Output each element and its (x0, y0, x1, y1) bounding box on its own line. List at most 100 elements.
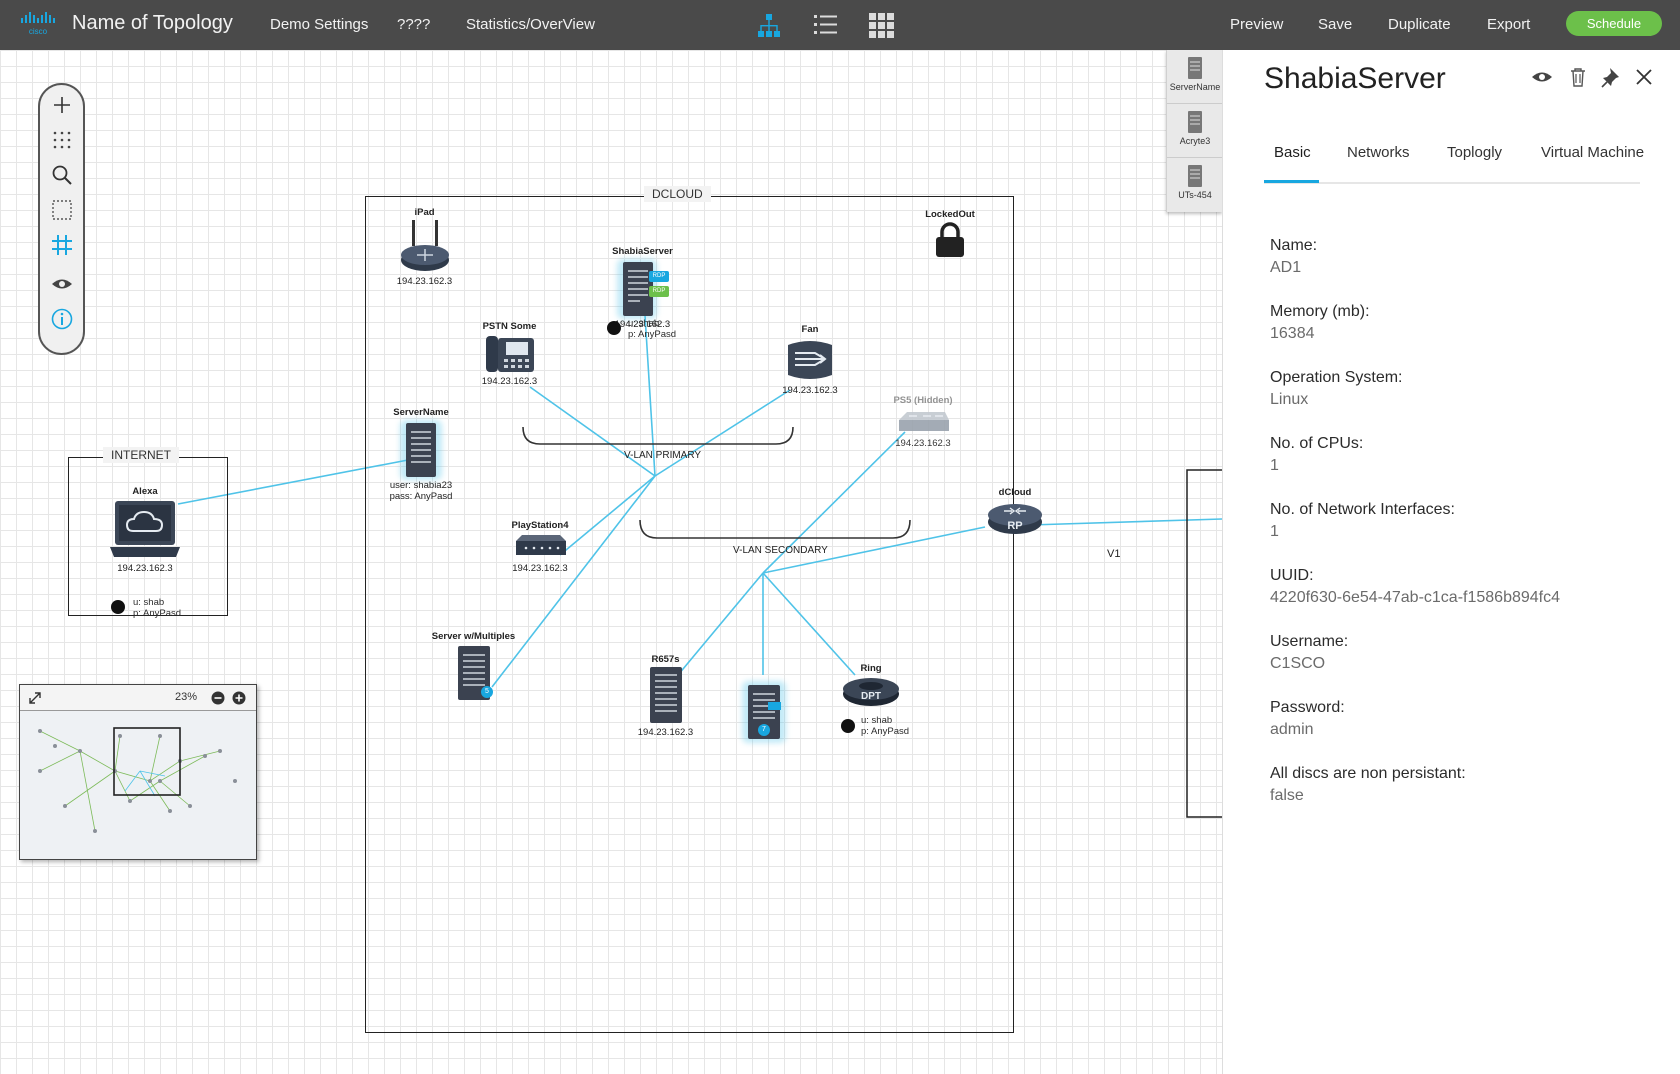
duplicate-button[interactable]: Duplicate (1388, 16, 1451, 33)
link-dcloud-router[interactable] (762, 526, 986, 574)
tab-virtual-machine[interactable]: Virtual Machine (1541, 144, 1645, 161)
link-ps5[interactable] (762, 431, 906, 574)
link-fan[interactable] (654, 389, 791, 477)
minimap-viewport[interactable] (113, 727, 181, 796)
link-playstation[interactable] (559, 475, 656, 556)
node-label: dCloud (998, 487, 1032, 498)
node-dcloud-router[interactable]: dCloud RP (980, 487, 1050, 538)
preview-button[interactable]: Preview (1230, 16, 1284, 33)
link-ring[interactable] (762, 572, 856, 676)
node-pstn[interactable]: PSTN Some 194.23.162.3 (472, 321, 547, 387)
panel-tabs: Basic Networks Toplogly Virtual Machine (1264, 134, 1644, 184)
eye-icon[interactable] (50, 272, 74, 296)
expand-icon[interactable] (28, 691, 42, 705)
alexa-credentials: u: shab p: AnyPasd (133, 597, 181, 619)
field-non-persistant: All discs are non persistant: false (1270, 765, 1466, 805)
node-ipad[interactable]: iPad 194.23.162.3 (392, 207, 457, 287)
marquee-select-icon[interactable] (50, 198, 74, 222)
eye-icon[interactable] (1531, 66, 1553, 88)
field-value[interactable]: admin (1270, 721, 1314, 738)
link-alexa[interactable] (177, 459, 409, 505)
shelf-item-uts454[interactable]: UTs-454 (1167, 158, 1222, 212)
vlan-secondary-label[interactable]: V-LAN SECONDARY (733, 545, 828, 556)
search-icon[interactable] (50, 163, 74, 187)
node-server-multiples[interactable]: Server w/Multiples 5 (426, 631, 521, 702)
credential-user: user: shabia23 (389, 480, 453, 491)
node-alexa[interactable]: Alexa 194.23.162.3 (105, 486, 185, 574)
node-shabia-server[interactable]: ShabiaServer RDP RDP 194.23.162.3 (605, 246, 680, 330)
tab-networks[interactable]: Networks (1347, 144, 1410, 161)
plus-icon[interactable] (50, 93, 74, 117)
field-label: All discs are non persistant: (1270, 765, 1466, 782)
info-icon[interactable] (50, 307, 74, 331)
field-value[interactable]: Linux (1270, 391, 1309, 408)
grid-icon[interactable] (867, 11, 895, 39)
nav-statistics[interactable]: Statistics/OverView (466, 16, 595, 33)
export-button[interactable]: Export (1487, 16, 1531, 33)
dcloud-group-label[interactable]: DCLOUD (644, 186, 711, 202)
ring-device-icon: DPT (843, 678, 899, 706)
rdp-badge[interactable]: RDP (649, 286, 669, 297)
node-lockedout[interactable]: LockedOut (920, 209, 980, 262)
internet-group-label[interactable]: INTERNET (103, 447, 179, 463)
dots-grid-icon[interactable] (50, 128, 74, 152)
field-value[interactable]: C1SCO (1270, 655, 1326, 672)
zoom-in-icon[interactable] (232, 691, 246, 705)
minimap-header: 23% (20, 685, 256, 711)
hub-icon (516, 535, 566, 555)
list-icon[interactable] (811, 11, 839, 39)
dcloud-group[interactable] (365, 196, 1014, 1033)
node-label: Alexa (132, 486, 158, 497)
tab-toplogly[interactable]: Toplogly (1447, 144, 1503, 161)
schedule-button[interactable]: Schedule (1566, 11, 1662, 36)
credential-pass: p: AnyPasd (861, 726, 910, 737)
close-icon[interactable] (1633, 66, 1655, 88)
topology-title[interactable]: Name of Topology (72, 12, 233, 34)
link-server-multi[interactable] (491, 475, 656, 688)
save-button[interactable]: Save (1318, 16, 1353, 33)
field-value[interactable]: 4220f630-6e54-47ab-c1ca-f1586b894fc4 (1270, 589, 1561, 606)
shelf-item-acryte3[interactable]: Acryte3 (1167, 104, 1222, 158)
zoom-level: 23% (175, 691, 198, 703)
node-label: Server w/Multiples (431, 631, 516, 642)
grid-snap-icon[interactable] (50, 233, 74, 257)
field-value[interactable]: 1 (1270, 457, 1279, 474)
node-ring[interactable]: Ring DPT (836, 663, 906, 710)
link-shabia[interactable] (644, 314, 656, 477)
link-v1[interactable] (1029, 518, 1222, 526)
shelf-item-servername[interactable]: ServerName (1167, 50, 1222, 104)
field-value[interactable]: false (1270, 787, 1304, 804)
cisco-logo[interactable]: cisco (20, 10, 56, 36)
topology-icon[interactable] (755, 11, 783, 39)
link-label-v1[interactable]: V1 (1107, 548, 1121, 560)
nav-unknown[interactable]: ???? (397, 16, 431, 33)
field-value[interactable]: AD1 (1270, 259, 1302, 276)
link-pstn[interactable] (529, 386, 656, 477)
vlan-primary-label[interactable]: V-LAN PRIMARY (624, 450, 702, 461)
node-unnamed-server[interactable]: 7 (737, 680, 792, 744)
link-r657s[interactable] (677, 572, 764, 676)
node-fan[interactable]: Fan 194.23.162.3 (775, 324, 845, 396)
topology-canvas[interactable]: DCLOUD INTERNET iPad 194.23.162.3 Shabia… (0, 50, 1222, 1074)
zoom-out-icon[interactable] (211, 691, 225, 705)
instance-count-badge: 7 (758, 724, 770, 736)
node-r657s[interactable]: R657s 194.23.162.3 (628, 654, 703, 738)
pin-icon[interactable] (1601, 66, 1623, 88)
device-text: DPT (861, 691, 881, 702)
rdp-badge[interactable]: RDP (649, 271, 669, 282)
node-address: 194.23.162.3 (481, 376, 538, 387)
key-icon (111, 600, 125, 614)
node-label: PlayStation4 (511, 520, 569, 531)
node-address: 194.23.162.3 (117, 563, 173, 574)
node-address: 194.23.162.3 (512, 563, 568, 574)
field-value[interactable]: 16384 (1270, 325, 1315, 342)
minimap[interactable]: 23% (19, 684, 257, 860)
tab-basic[interactable]: Basic (1274, 144, 1311, 161)
node-playstation[interactable]: PlayStation4 194.23.162.3 (505, 520, 575, 574)
field-value[interactable]: 1 (1270, 523, 1279, 540)
node-ps5[interactable]: PS5 (Hidden) 194.23.162.3 (888, 395, 958, 449)
trash-icon[interactable] (1567, 66, 1589, 88)
node-servername[interactable]: ServerName user: shabia23 pass: AnyPasd (383, 407, 459, 502)
nav-demo-settings[interactable]: Demo Settings (270, 16, 369, 33)
shelf-item-label: Acryte3 (1179, 136, 1211, 146)
